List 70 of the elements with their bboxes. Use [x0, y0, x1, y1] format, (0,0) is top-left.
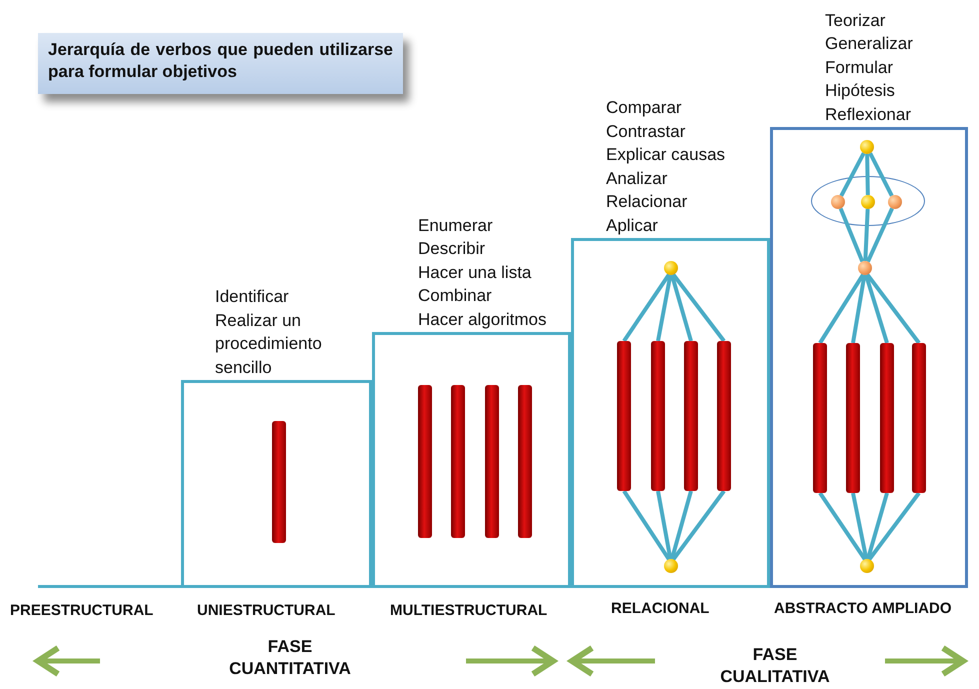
connector-line [670, 490, 693, 560]
connector-line [672, 273, 726, 342]
structure-bar [451, 385, 465, 538]
connector-line [818, 274, 865, 344]
level-label: RELACIONAL [611, 600, 710, 617]
structure-bar [846, 343, 860, 493]
structure-bar [485, 385, 499, 538]
structure-bar [813, 343, 827, 493]
connector-line [622, 274, 671, 342]
structure-bar [651, 341, 665, 491]
node-dot [888, 195, 902, 209]
structure-bar [418, 385, 432, 538]
level-label: ABSTRACTO AMPLIADO [774, 600, 952, 617]
node-dot [664, 559, 678, 573]
structure-bar [617, 341, 631, 491]
verb-text: Relacionar [606, 191, 688, 213]
node-dot [860, 140, 874, 154]
structure-bar [518, 385, 532, 538]
verb-text: Explicar causas [606, 144, 726, 166]
verb-text: Generalizar [825, 33, 914, 55]
level-label: UNIESTRUCTURAL [197, 602, 336, 619]
verb-text: Hacer una lista [418, 262, 532, 284]
structure-bar [272, 421, 286, 543]
connector-line [866, 492, 889, 560]
verb-text: Analizar [606, 168, 668, 190]
connector-line [863, 208, 870, 262]
structure-bar [717, 341, 731, 491]
connector-line [670, 274, 693, 342]
verb-text: Teorizar [825, 10, 886, 32]
verb-text: Contrastar [606, 120, 686, 142]
title-box: Jerarquía de verbos que pueden utilizarse para formular objetivos [38, 33, 403, 94]
node-dot [860, 559, 874, 573]
node-dot [861, 195, 875, 209]
verb-text: Comparar [606, 97, 683, 119]
node-dot [664, 261, 678, 275]
connector-line [864, 274, 889, 344]
verb-text: Describir [418, 238, 486, 260]
structure-bar [684, 341, 698, 491]
connector-line [851, 274, 866, 344]
grouping-ellipse [811, 176, 925, 226]
verb-text: Formular [825, 56, 894, 78]
structure-bar [880, 343, 894, 493]
connector-line [656, 274, 672, 342]
connector-line [865, 154, 870, 196]
node-dot [831, 195, 845, 209]
level-label: MULTIESTRUCTURAL [390, 602, 548, 619]
connector-line [818, 492, 867, 560]
connector-line [866, 208, 894, 262]
verb-text: Enumerar [418, 214, 494, 236]
level-label: PREESTRUCTURAL [10, 602, 154, 619]
structure-bar [912, 343, 926, 493]
verb-text: Combinar [418, 285, 493, 307]
connector-line [672, 490, 726, 561]
verb-text: Realizar un procedimiento sencillo [215, 310, 323, 378]
connector-line [840, 152, 866, 197]
connector-line [868, 492, 921, 561]
node-dot [858, 261, 872, 275]
phase-label: FASE CUALITATIVA [719, 644, 831, 688]
connector-line [656, 490, 672, 560]
verb-text: Hipótesis [825, 80, 896, 102]
verb-text: Aplicar [606, 214, 659, 236]
connector-line [851, 492, 868, 560]
connector-line [838, 208, 864, 262]
connector-line [866, 273, 921, 344]
connector-line [622, 490, 671, 560]
phase-label: FASE CUANTITATIVA [228, 636, 352, 680]
verb-text: Reflexionar [825, 104, 912, 126]
verb-text: Hacer algoritmos [418, 308, 548, 330]
verb-text: Identificar [215, 286, 290, 308]
connector-line [868, 152, 894, 197]
